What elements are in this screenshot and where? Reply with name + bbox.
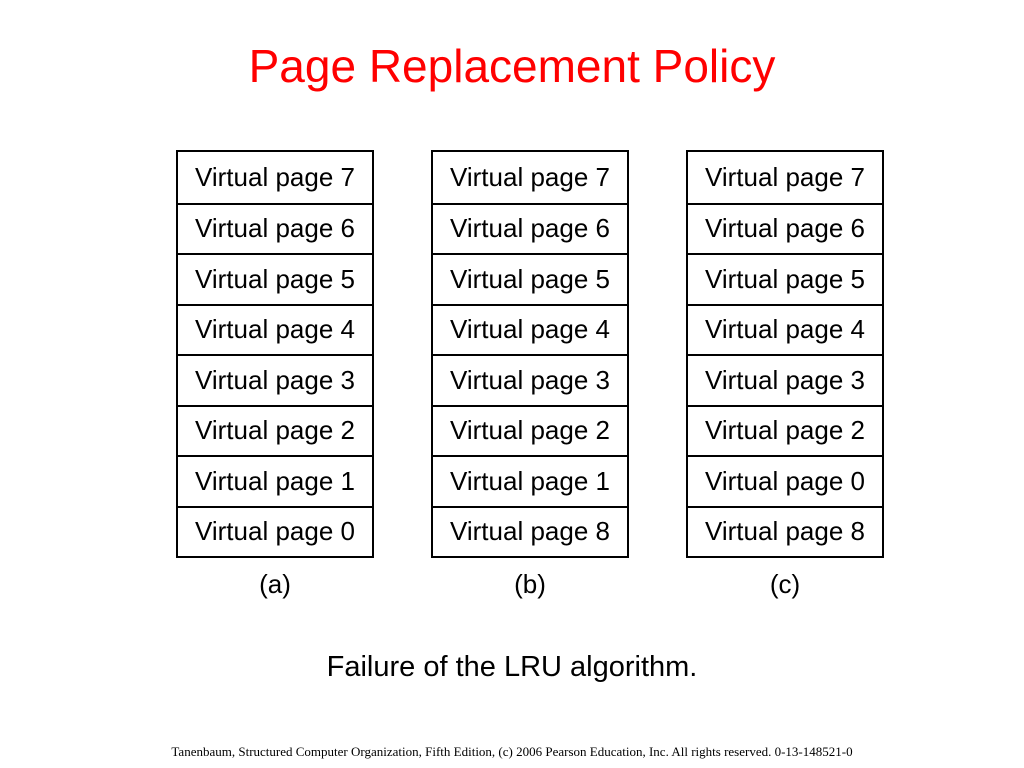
stack-cell: Virtual page 1 (433, 455, 627, 506)
page-stack-a: Virtual page 7 Virtual page 6 Virtual pa… (176, 150, 374, 558)
copyright-footer: Tanenbaum, Structured Computer Organizat… (171, 744, 853, 759)
stack-cell: Virtual page 4 (433, 303, 627, 355)
stack-cell: Virtual page 6 (178, 202, 372, 254)
stack-cell: Virtual page 5 (433, 253, 627, 304)
stack-cell: Virtual page 7 (195, 161, 355, 192)
stack-cell: Virtual page 7 (450, 161, 610, 192)
stack-cell: Virtual page 2 (433, 404, 627, 456)
stack-cell: Virtual page 1 (178, 455, 372, 506)
stack-label-c: (c) (769, 569, 801, 599)
stack-cell: Virtual page 0 (688, 455, 882, 506)
figure-caption: Failure of the LRU algorithm. (326, 651, 698, 683)
stack-cell: Virtual page 6 (433, 202, 627, 254)
stack-cell: Virtual page 5 (688, 253, 882, 304)
stack-cell: Virtual page 6 (688, 202, 882, 254)
stack-cell: Virtual page 3 (688, 354, 882, 405)
stack-cell: Virtual page 4 (688, 303, 882, 355)
stack-label-b: (b) (514, 569, 546, 599)
stack-cell: Virtual page 0 (178, 505, 372, 557)
stack-label-a: (a) (259, 569, 291, 599)
stack-cell: Virtual page 2 (688, 404, 882, 456)
stack-cell: Virtual page 8 (433, 505, 627, 557)
page-stack-b: Virtual page 7 Virtual page 6 Virtual pa… (431, 150, 629, 558)
stack-cell: Virtual page 2 (178, 404, 372, 456)
stack-cell: Virtual page 3 (178, 354, 372, 405)
stack-cell: Virtual page 4 (178, 303, 372, 355)
slide-title: Page Replacement Policy (248, 40, 776, 92)
page-stack-c: Virtual page 7 Virtual page 6 Virtual pa… (686, 150, 884, 558)
stack-cell: Virtual page 3 (433, 354, 627, 405)
stack-cell: Virtual page 8 (688, 505, 882, 557)
stack-cell: Virtual page 7 (705, 161, 865, 192)
stack-cell: Virtual page 5 (178, 253, 372, 304)
